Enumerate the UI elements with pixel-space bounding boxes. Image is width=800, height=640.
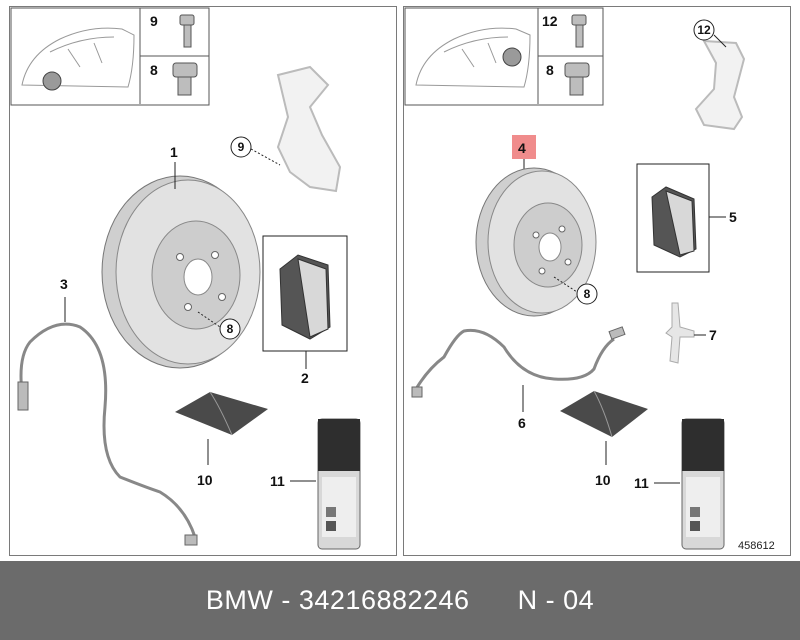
header-label-8: 8 <box>546 62 554 78</box>
callout-10: 10 <box>197 472 213 488</box>
rear-axle-panel: 12 8 12 4 8 <box>403 6 791 556</box>
part-number: 34216882246 <box>298 585 470 615</box>
position-code: N - 04 <box>517 585 595 615</box>
callout-circle-8 <box>576 283 598 305</box>
brand-label: BMW <box>205 585 274 615</box>
callout-10: 10 <box>595 472 611 488</box>
callout-7: 7 <box>709 327 717 343</box>
wear-sensor-connector <box>411 386 423 398</box>
grease-pack-drawing <box>175 391 268 436</box>
part-footer-bar: BMW - 34216882246 N - 04 <box>0 561 800 640</box>
rear-axle-drawing: 12 8 12 4 8 <box>404 7 746 550</box>
spray-can-drawing <box>681 418 725 550</box>
wear-sensor-cable <box>414 328 615 390</box>
spring-clip-drawing <box>665 302 695 364</box>
callout-1: 1 <box>170 144 178 160</box>
header-label-8: 8 <box>150 62 158 78</box>
callout-3: 3 <box>60 276 68 292</box>
front-axle-drawing: 9 8 9 1 8 <box>10 7 361 550</box>
bolt-8-icon <box>564 62 590 96</box>
wear-sensor-plug <box>17 381 29 411</box>
callout-circle-9 <box>230 136 252 158</box>
diagram-id: 458612 <box>738 540 775 552</box>
car-silhouette-icon <box>415 27 531 88</box>
grease-pack-drawing <box>560 390 648 438</box>
brake-pads-drawing <box>279 254 331 340</box>
caliper-carrier-drawing <box>276 65 342 193</box>
callout-4: 4 <box>518 140 526 156</box>
circled-label-9: 9 <box>238 140 245 154</box>
circled-label-12: 12 <box>697 23 711 37</box>
wear-sensor-cable <box>19 322 197 538</box>
callout-circle-8 <box>219 318 241 340</box>
circled-label-8: 8 <box>584 287 591 301</box>
wear-sensor-connector <box>184 534 198 546</box>
bolt-12-icon <box>571 14 587 48</box>
header-label-9: 9 <box>150 13 158 29</box>
bolt-9-icon <box>179 14 195 48</box>
caliper-carrier-drawing <box>694 39 746 131</box>
callout-2: 2 <box>301 370 309 386</box>
part-footer-text: BMW - 34216882246 N - 04 <box>0 561 800 640</box>
brake-disc-drawing <box>475 167 597 317</box>
callout-11: 11 <box>634 475 649 491</box>
circled-label-8: 8 <box>227 322 234 336</box>
callout-6: 6 <box>518 415 526 431</box>
header-label-12: 12 <box>542 13 558 29</box>
car-silhouette-icon <box>21 27 135 88</box>
rear-axle-marker-icon <box>502 47 522 67</box>
front-axle-panel: 9 8 9 1 8 <box>9 6 397 556</box>
brake-disc-drawing <box>101 175 261 369</box>
separator: - <box>273 585 299 615</box>
bolt-8-icon <box>172 62 198 96</box>
front-axle-marker-icon <box>42 71 62 91</box>
wear-sensor-plug <box>608 326 626 340</box>
spacer <box>470 585 518 616</box>
spray-can-drawing <box>317 418 361 550</box>
callout-5: 5 <box>729 209 737 225</box>
callout-11: 11 <box>270 473 285 489</box>
callout-circle-12 <box>693 19 715 41</box>
brake-pads-drawing <box>651 186 697 258</box>
highlight-box-4 <box>512 135 536 159</box>
